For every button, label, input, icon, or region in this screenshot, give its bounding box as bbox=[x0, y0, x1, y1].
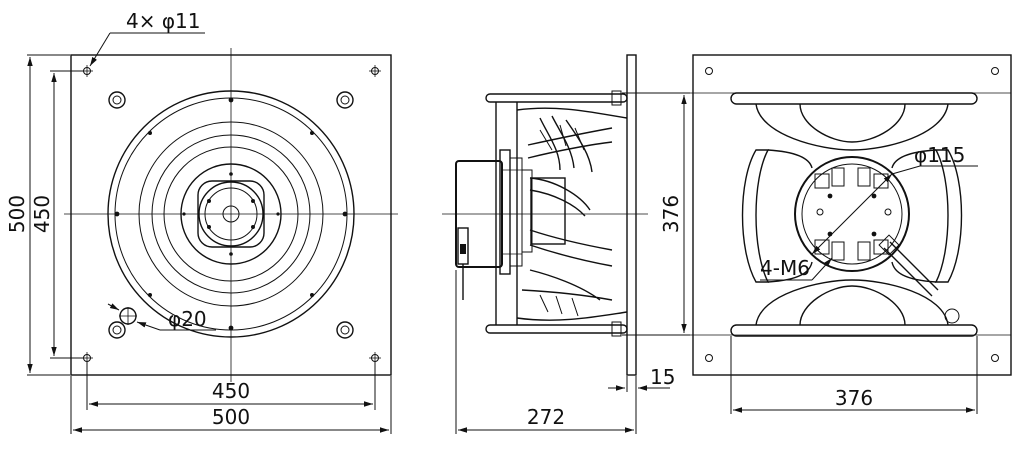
front-width-outer-label: 500 bbox=[212, 405, 250, 429]
rear-plate bbox=[692, 54, 1012, 376]
side-height-label: 376 bbox=[659, 195, 683, 233]
rear-hub-dia-label: φ115 bbox=[914, 143, 965, 167]
outer-ring bbox=[107, 90, 355, 338]
side-depth-label: 272 bbox=[527, 405, 565, 429]
rear-width-label: 376 bbox=[835, 386, 873, 410]
rear-rail-top bbox=[730, 92, 978, 105]
rear-thread-label: 4-M6 bbox=[760, 256, 810, 280]
hub-square bbox=[197, 180, 265, 248]
front-height-outer-label: 500 bbox=[5, 195, 29, 233]
rear-view: φ115 4-M6 376 bbox=[690, 54, 1012, 414]
rear-hub bbox=[794, 156, 910, 272]
side-plate bbox=[626, 54, 637, 376]
front-hole-dia-label: φ20 bbox=[168, 307, 207, 331]
side-flange-label: 15 bbox=[650, 365, 675, 389]
front-view: φ20 4× φ11 500 450 450 500 bbox=[5, 9, 398, 434]
rear-rail-bottom bbox=[730, 324, 978, 337]
front-width-inner-label: 450 bbox=[212, 379, 250, 403]
front-holes-label: 4× φ11 bbox=[126, 9, 200, 33]
side-view: 272 15 376 bbox=[442, 54, 690, 434]
bolt-heads bbox=[108, 91, 354, 339]
front-height-inner-label: 450 bbox=[30, 195, 54, 233]
